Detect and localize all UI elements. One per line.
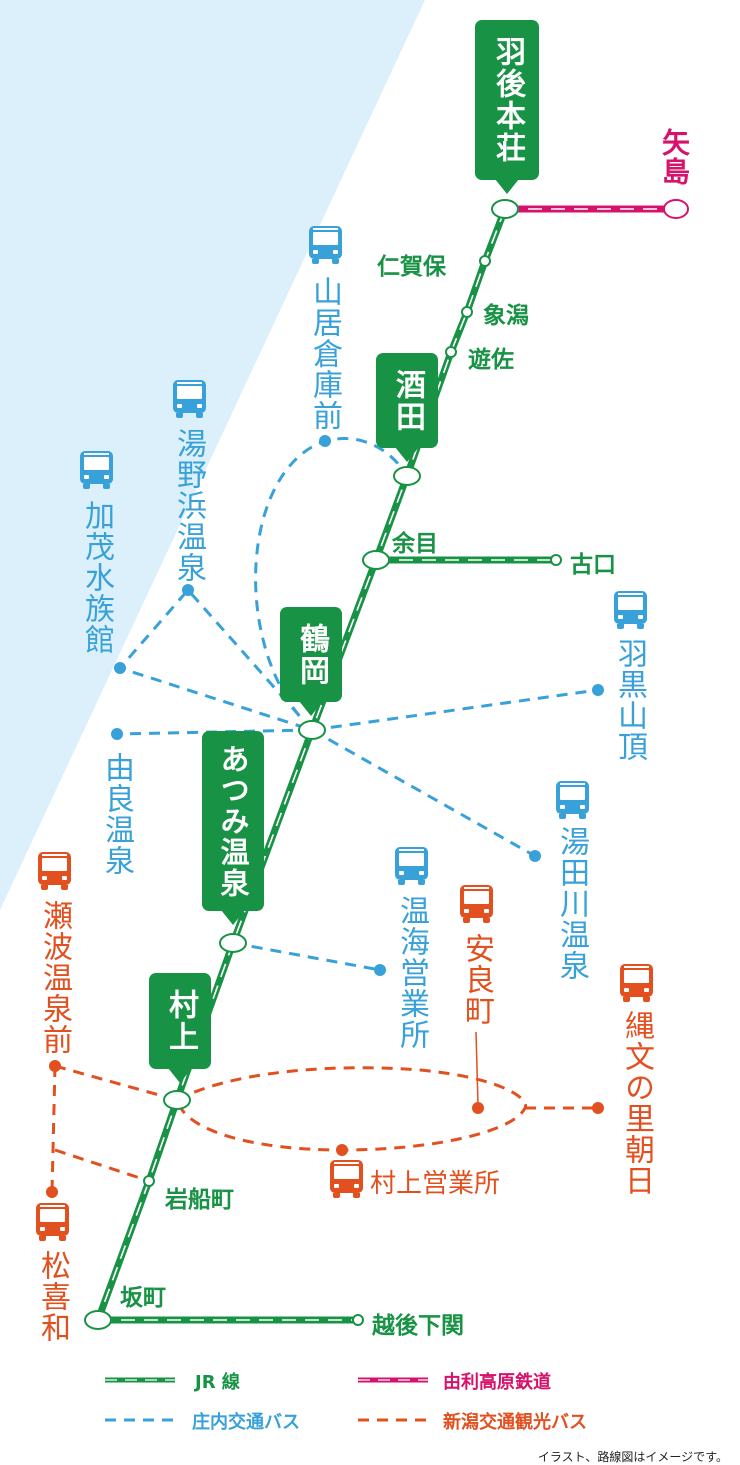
station-name: 羽後本荘 <box>490 36 525 164</box>
stop-label-murakami-office: 村上営業所 <box>370 1169 501 1199</box>
station-label-yuza: 遊佐 <box>468 347 514 373</box>
stop-label-yamaikurako: 山居倉庫前 <box>307 276 342 431</box>
legend-niigata-label: 新潟交通観光バス <box>443 1412 587 1433</box>
station-name: あつみ温泉 <box>216 743 250 899</box>
stop-label-jomon: 縄文の里朝日 <box>619 1010 654 1196</box>
bus-icon <box>173 380 206 418</box>
bus-icon <box>80 451 113 489</box>
legend-shonai-label: 庄内交通バス <box>192 1412 300 1433</box>
bus-icon <box>330 1160 363 1198</box>
stop-label-haguro: 羽黒山頂 <box>612 638 647 762</box>
bus-icon <box>395 847 428 885</box>
station-label-amarume: 余目 <box>392 531 438 557</box>
station-name: 村上 <box>163 989 198 1053</box>
shonai-stop-dots <box>111 435 604 976</box>
stop-label-yutagawa: 湯田川温泉 <box>554 826 589 981</box>
bus-icon <box>36 1203 69 1241</box>
jr-station-markers <box>84 199 562 1330</box>
legend-jr-label: JR 線 <box>195 1372 240 1393</box>
legend-yuri-label: 由利高原鉄道 <box>443 1372 551 1393</box>
station-tag-ugohonjo: 羽後本荘 <box>475 20 539 194</box>
bus-icon <box>556 781 589 819</box>
legend-lines <box>105 1377 428 1422</box>
bus-icon <box>620 964 653 1002</box>
yashima-marker <box>663 199 689 219</box>
station-label-nikaho: 仁賀保 <box>377 254 446 280</box>
stop-label-yura: 由良温泉 <box>99 752 134 876</box>
bus-icon <box>614 591 647 629</box>
station-label-sakamachi: 坂町 <box>120 1285 166 1311</box>
station-label-kisakata: 象潟 <box>483 303 529 329</box>
station-name: 酒田 <box>390 368 425 433</box>
station-label-furukuchi: 古口 <box>570 552 616 578</box>
bus-icon <box>38 852 71 890</box>
station-tag-tsuruoka: 鶴岡 <box>280 607 342 716</box>
arai-leader <box>475 1031 479 1105</box>
stop-label-kamo-aquarium: 加茂水族館 <box>79 500 114 655</box>
station-tag-sakata: 酒田 <box>376 353 438 462</box>
stop-label-atsumi-office: 温海営業所 <box>394 895 429 1050</box>
station-tag-murakami: 村上 <box>149 973 211 1083</box>
station-label-yashima: 矢島 <box>658 128 691 186</box>
station-label-iwafunemachi: 岩船町 <box>165 1187 234 1213</box>
stop-label-arai: 安良町 <box>459 933 494 1026</box>
station-name: 鶴岡 <box>294 622 329 687</box>
bus-icon <box>460 885 493 923</box>
bus-icon <box>309 226 342 264</box>
disclaimer-note: イラスト、路線図はイメージです。 <box>537 1450 728 1464</box>
station-tag-atsumi-onsen: あつみ温泉 <box>202 731 264 925</box>
stop-label-yunohama: 湯野浜温泉 <box>171 428 206 583</box>
niigata-bus-routes <box>50 1064 598 1193</box>
niigata-stop-dots <box>46 1060 604 1198</box>
stop-label-senami: 瀬波温泉前 <box>37 900 72 1055</box>
station-label-echigo-shimoseki: 越後下関 <box>372 1313 464 1339</box>
stop-label-matsukiwa: 松喜和 <box>35 1250 70 1343</box>
